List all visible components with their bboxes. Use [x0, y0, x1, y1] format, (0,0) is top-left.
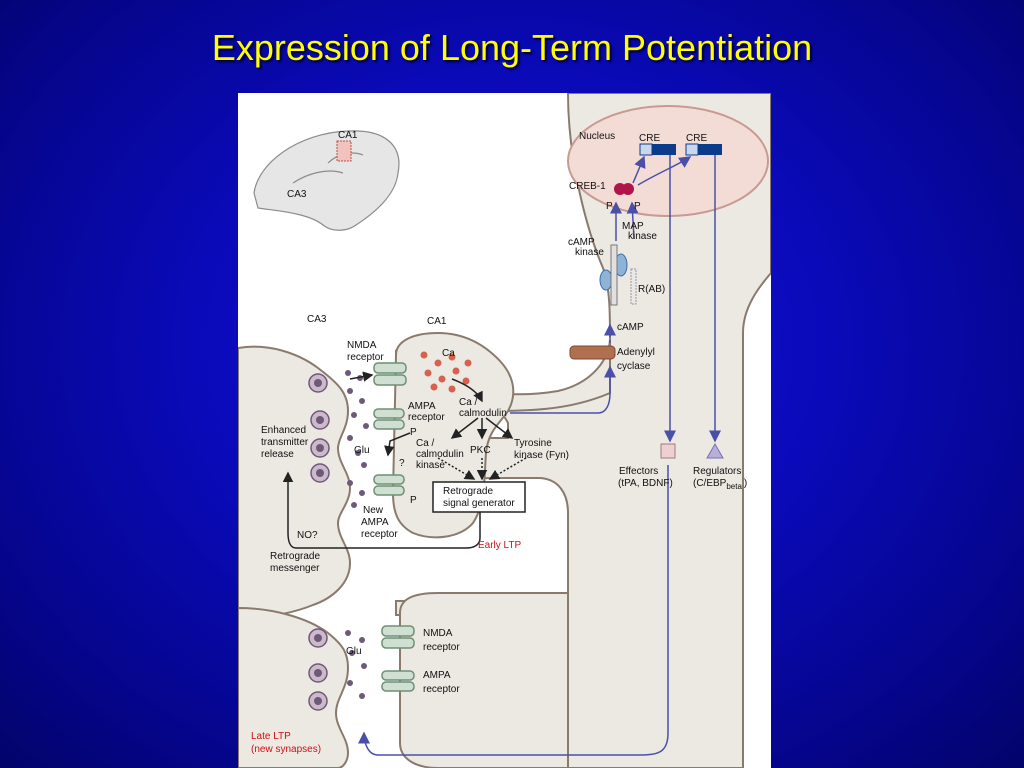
hippocampus-inset	[253, 130, 400, 231]
tyrosine-line1: Tyrosine	[514, 438, 552, 449]
camk-line3: kinase	[416, 460, 445, 471]
cre-right-label: CRE	[686, 133, 707, 144]
cre-left-label: CRE	[639, 133, 660, 144]
ampa-receptor-late	[381, 670, 415, 692]
camp-kinase-line1: cAMP	[568, 237, 595, 248]
pkc-label: PKC	[470, 445, 491, 456]
retrograde-gen-line2: signal generator	[443, 498, 515, 509]
ca1-spine-late	[399, 592, 569, 768]
camp-label: cAMP	[617, 322, 644, 333]
late-ltp-line2: (new synapses)	[251, 744, 321, 755]
effectors-line2: (tPA, BDNF)	[618, 478, 673, 489]
new-ampa-line1: New	[363, 505, 384, 516]
question-mark: ?	[399, 458, 405, 469]
ca-calmodulin-line2: calmodulin	[459, 408, 507, 419]
cre-element-left	[639, 143, 676, 156]
ampa-late-line2: receptor	[423, 684, 460, 695]
nmda-receptor-late	[381, 625, 415, 649]
map-kinase-line1: MAP	[622, 221, 644, 232]
regulators-line2: (C/EBPbeta)	[693, 478, 747, 491]
ltp-figure-panel: CA1 CA3 CA3 CA1 Nucleus CRE CRE CREB-1 P…	[238, 93, 771, 768]
regulators-line1: Regulators	[693, 466, 741, 477]
slide-title: Expression of Long-Term Potentiation	[211, 27, 813, 68]
camk-line2: calmodulin	[416, 449, 464, 460]
nmda-receptor-early	[373, 362, 407, 386]
ampa-receptor-early	[373, 408, 405, 430]
ca3-terminal-upper	[238, 345, 352, 620]
nucleus	[567, 105, 769, 217]
nmda-late-line2: receptor	[423, 642, 460, 653]
retrograde-signal-generator-box	[432, 481, 526, 513]
retro-messenger-line2: messenger	[270, 563, 320, 574]
creb-p-right: P	[634, 201, 641, 212]
effectors-line1: Effectors	[619, 466, 658, 477]
glu-late-label: Glu	[346, 646, 362, 657]
ltp-diagram: CA1 CA3 CA3 CA1 Nucleus CRE CRE CREB-1 P…	[238, 93, 771, 768]
camp-kinase-complex	[599, 244, 637, 306]
enhanced-line1: Enhanced	[261, 425, 306, 436]
nucleus-label: Nucleus	[579, 131, 615, 142]
ampa-early-line1: AMPA	[408, 401, 436, 412]
creb1-label: CREB-1	[569, 181, 606, 192]
camp-kinase-line2: kinase	[575, 247, 604, 258]
map-kinase-line2: kinase	[628, 231, 657, 242]
adenylyl-cyclase-shape	[569, 345, 616, 360]
late-ltp-line1: Late LTP	[251, 731, 291, 742]
inset-ca1-label: CA1	[338, 130, 358, 141]
r-ab-label: R(AB)	[638, 284, 665, 295]
creb1-dimer	[614, 183, 634, 195]
new-ampa-p-label: P	[410, 495, 417, 506]
calcium-ions	[420, 351, 472, 393]
adenylyl-line1: Adenylyl	[617, 347, 655, 358]
region-ca1-label: CA1	[427, 316, 447, 327]
retro-messenger-line1: Retrograde	[270, 551, 320, 562]
enhanced-line2: transmitter	[261, 437, 309, 448]
nmda-early-line2: receptor	[347, 352, 384, 363]
ampa-p-label: P	[410, 427, 417, 438]
nmda-late-line1: NMDA	[423, 628, 453, 639]
no-question-label: NO?	[297, 530, 318, 541]
new-ampa-line2: AMPA	[361, 517, 389, 528]
new-ampa-line3: receptor	[361, 529, 398, 540]
region-ca3-label: CA3	[307, 314, 327, 325]
ca-label: Ca	[442, 348, 455, 359]
cre-element-right	[685, 143, 722, 156]
enhanced-line3: release	[261, 449, 294, 460]
tyrosine-line2: kinase (Fyn)	[514, 450, 569, 461]
ampa-receptor-new	[373, 474, 405, 496]
synaptic-vesicles-lower	[308, 628, 328, 711]
regulators-triangle	[706, 442, 724, 459]
camk-line1: Ca /	[416, 438, 435, 449]
early-ltp-label: Early LTP	[478, 540, 521, 551]
retrograde-gen-line1: Retrograde	[443, 486, 493, 497]
ca-calmodulin-line1: Ca /	[459, 397, 478, 408]
glu-early-label: Glu	[354, 445, 370, 456]
ca3-terminal-lower	[238, 606, 350, 768]
adenylyl-line2: cyclase	[617, 361, 651, 372]
inset-ca3-label: CA3	[287, 189, 307, 200]
synaptic-vesicles-upper	[308, 373, 330, 483]
ampa-late-line1: AMPA	[423, 670, 451, 681]
nmda-early-line1: NMDA	[347, 340, 377, 351]
creb-p-left: P	[606, 201, 613, 212]
signaling-arrows	[282, 155, 721, 756]
ampa-early-line2: receptor	[408, 412, 445, 423]
effectors-square	[660, 443, 676, 459]
